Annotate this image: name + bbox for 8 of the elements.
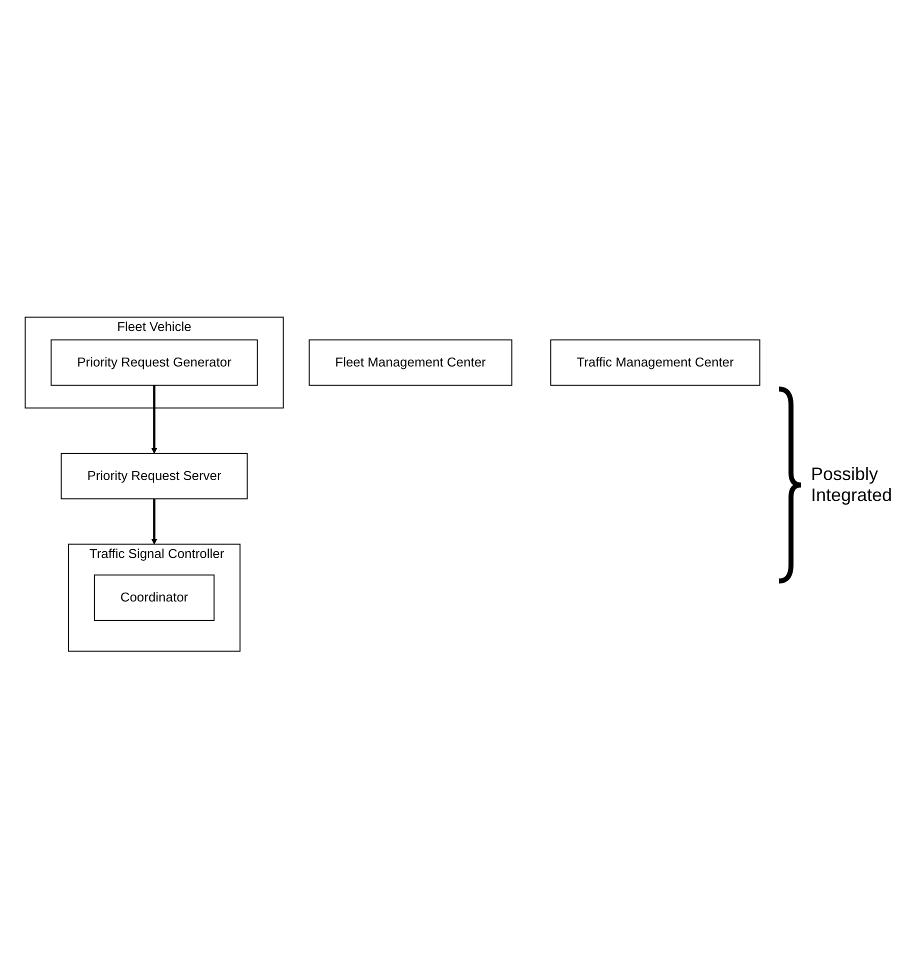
- arrow: [151, 499, 158, 545]
- arrow: [151, 386, 158, 454]
- node-box: Priority Request Generator: [50, 340, 258, 386]
- node-box: Priority Request Server: [60, 453, 248, 500]
- node-box: Traffic Management Center: [550, 340, 760, 386]
- node-box: Fleet Management Center: [308, 340, 512, 386]
- bracket-label: Possibly Integrated: [811, 464, 894, 506]
- node-box: Coordinator: [94, 574, 215, 622]
